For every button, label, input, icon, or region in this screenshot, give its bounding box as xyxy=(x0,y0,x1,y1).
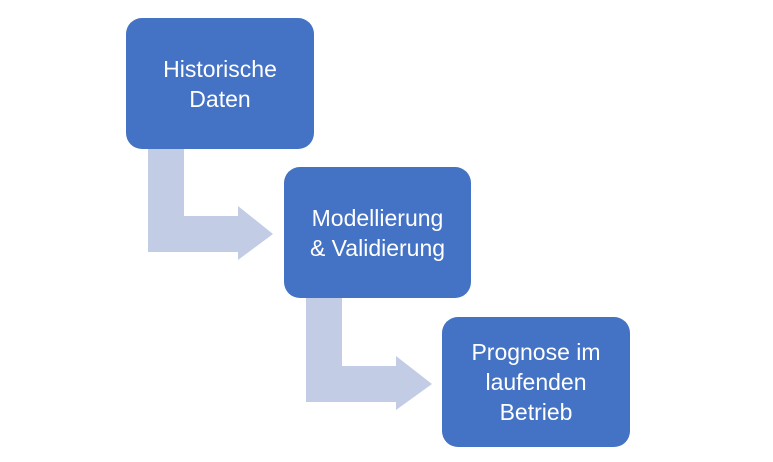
step-modeling-validation: Modellierung & Validierung xyxy=(284,167,471,298)
step-label: Historische Daten xyxy=(163,55,277,112)
step-forecast-operation: Prognose im laufenden Betrieb xyxy=(442,317,630,447)
bent-arrow-1-to-2 xyxy=(148,148,273,260)
step-historical-data: Historische Daten xyxy=(126,18,314,149)
step-label: Modellierung & Validierung xyxy=(309,204,446,261)
bent-arrow-2-to-3 xyxy=(306,296,432,410)
step-label: Prognose im laufenden Betrieb xyxy=(471,339,601,425)
